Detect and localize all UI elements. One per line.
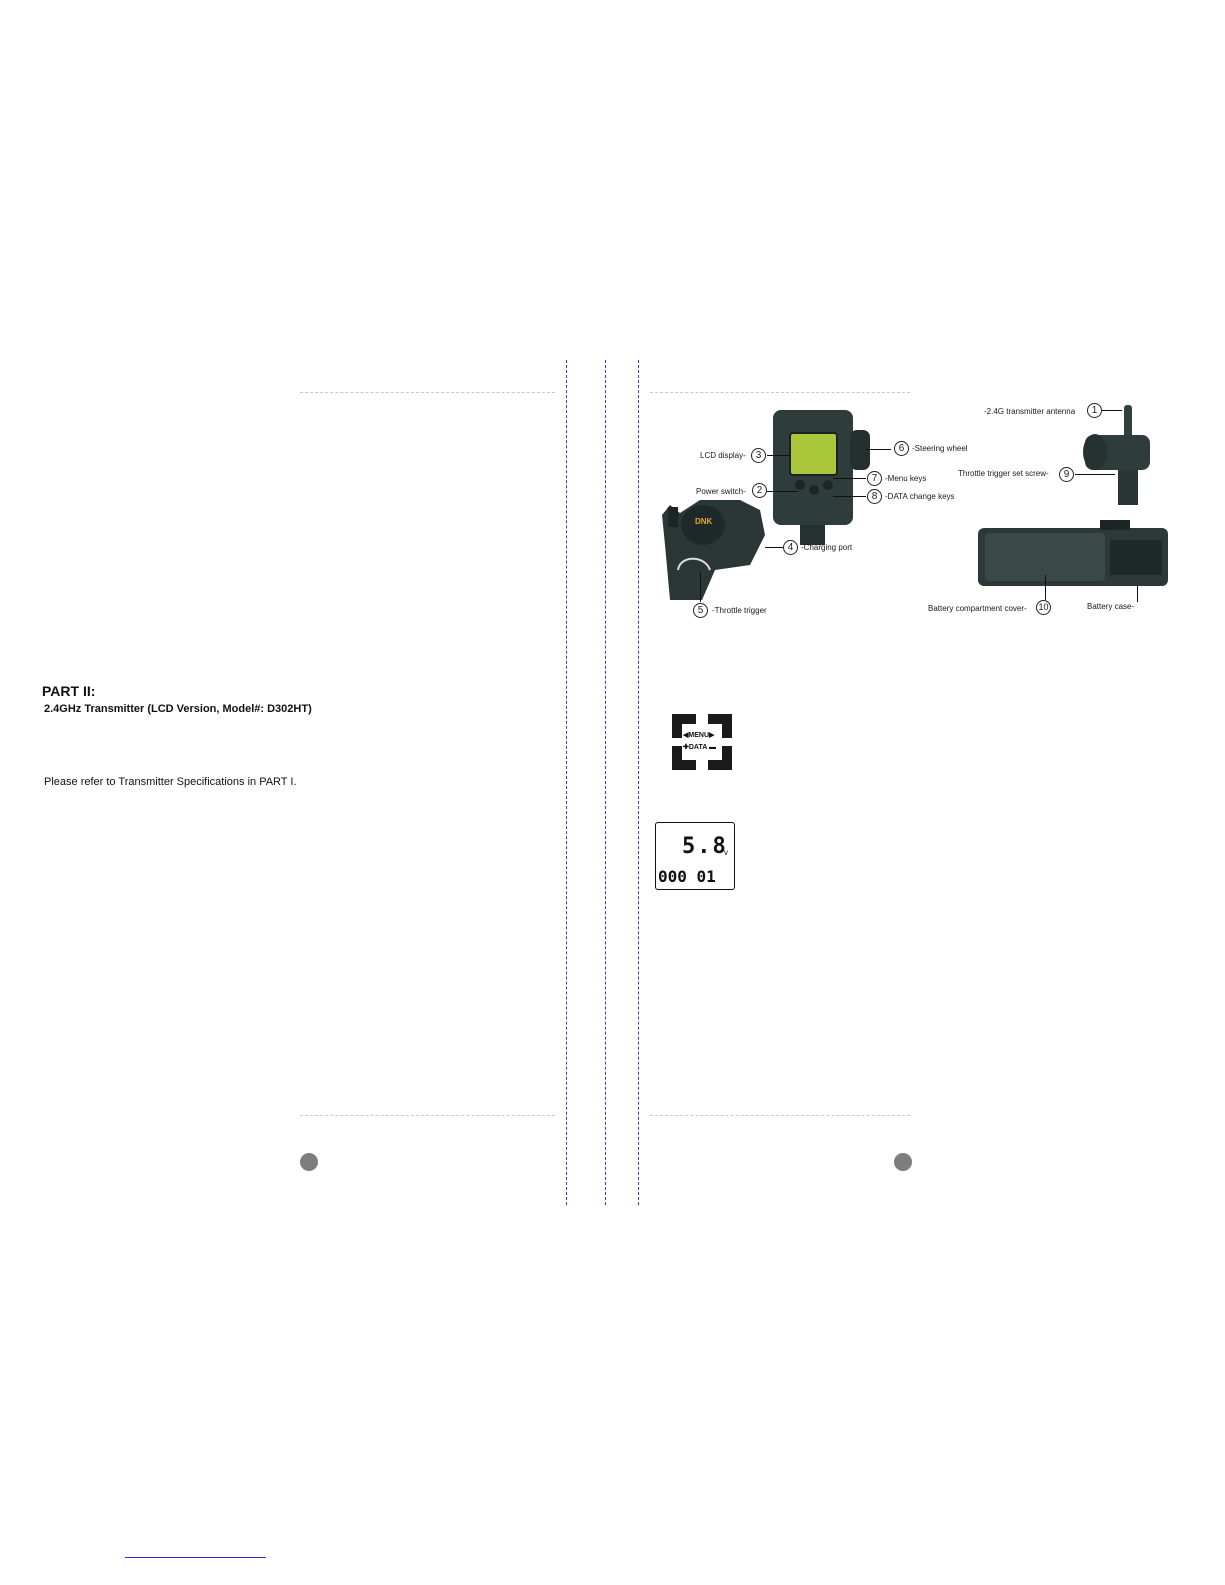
part-title: PART II: (42, 683, 96, 699)
leader-line-5 (700, 572, 701, 602)
bottom-link-underline (125, 1557, 266, 1558)
label-throttle-set-screw: Throttle trigger set screw- (958, 469, 1049, 478)
callout-9: 9 (1059, 467, 1074, 482)
leader-line-4 (765, 547, 783, 548)
trim-guide-bottom-left (300, 1115, 555, 1116)
dnk-logo: DNK (695, 517, 713, 526)
fold-line-2 (605, 360, 606, 1205)
callout-3: 3 (751, 448, 766, 463)
transmitter-figure (662, 405, 1168, 600)
trim-guide-bottom-right (650, 1115, 910, 1116)
label-battery-cover: Battery compartment cover- (928, 604, 1027, 613)
leader-line-8 (833, 496, 866, 497)
leader-line-10 (1045, 575, 1046, 600)
leader-line-battery-case (1137, 585, 1138, 602)
leader-line-3 (767, 455, 790, 456)
label-battery-case: Battery case- (1087, 602, 1135, 611)
label-steering-wheel: -Steering wheel (912, 444, 968, 453)
fold-line-3 (638, 360, 639, 1205)
data-plus-key (672, 746, 696, 770)
callout-10: 10 (1036, 600, 1051, 615)
label-antenna: -2.4G transmitter antenna (984, 407, 1076, 416)
callout-5: 5 (693, 603, 708, 618)
page-number-dot-left (300, 1153, 318, 1171)
label-throttle-trigger: -Throttle trigger (712, 606, 767, 615)
body-text: Please refer to Transmitter Specificatio… (44, 776, 297, 788)
callout-2: 2 (752, 483, 767, 498)
keypad-diagram (672, 714, 732, 770)
label-charging-port: -Charging port (801, 543, 853, 552)
label-menu-keys: -Menu keys (885, 474, 927, 483)
lcd-voltage: 5.8 (682, 834, 728, 859)
keypad-menu-label: ◀MENU▶ (683, 732, 715, 739)
menu-right-key (708, 714, 732, 738)
callout-4: 4 (783, 540, 798, 555)
data-minus-key (708, 746, 732, 770)
leader-line-1 (1102, 410, 1122, 411)
fold-line-1 (566, 360, 567, 1205)
section-subtitle: 2.4GHz Transmitter (LCD Version, Model#:… (44, 703, 312, 715)
leader-line-9 (1075, 474, 1115, 475)
transmitter-antenna-view (1083, 405, 1150, 505)
callout-8: 8 (867, 489, 882, 504)
callout-1: 1 (1087, 403, 1102, 418)
page-number-dot-right (894, 1153, 912, 1171)
label-lcd-display: LCD display- (700, 451, 746, 460)
keypad-data-label: ✚DATA ▬ (683, 744, 716, 751)
callout-6: 6 (894, 441, 909, 456)
label-data-change-keys: -DATA change keys (885, 492, 955, 501)
lcd-counter: 000 01 (658, 867, 716, 886)
menu-left-key (672, 714, 696, 738)
leader-line-7 (833, 478, 866, 479)
transmitter-side-view (662, 500, 765, 600)
leader-line-2 (767, 491, 798, 492)
label-power-switch: Power switch- (696, 487, 746, 496)
transmitter-front-view (773, 410, 870, 545)
callout-7: 7 (867, 471, 882, 486)
battery-compartment-view (978, 520, 1168, 586)
lcd-voltage-unit: v (724, 848, 728, 857)
trim-guide-top-left (300, 392, 555, 393)
leader-line-6 (866, 449, 891, 450)
trim-guide-top-right (650, 392, 910, 393)
lcd-screen: 5.8 v 000 01 (655, 822, 735, 890)
